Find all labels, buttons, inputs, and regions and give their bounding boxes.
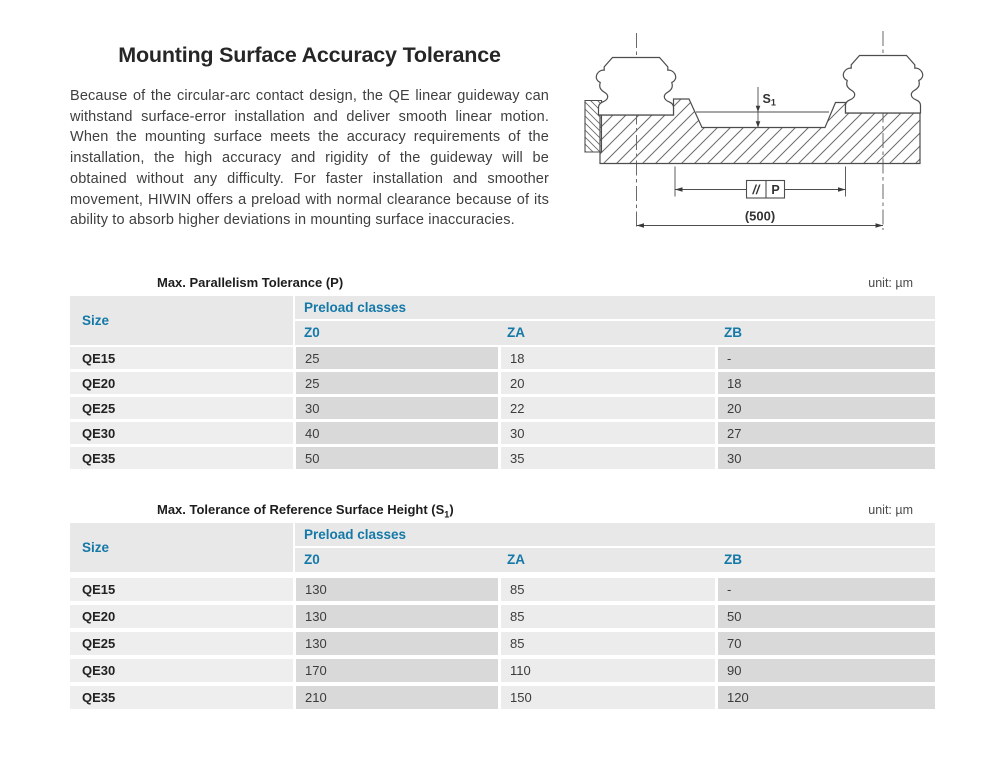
value-cell: 35	[498, 447, 715, 469]
value-cell: 130	[293, 578, 498, 601]
table-title: Max. Parallelism Tolerance (P)	[157, 275, 344, 290]
size-cell: QE15	[70, 347, 293, 369]
size-cell: QE25	[70, 632, 293, 655]
table-row: QE30 40 30 27	[70, 422, 935, 444]
unit-label: unit: µm	[868, 276, 913, 290]
value-cell: -	[715, 578, 935, 601]
s1-dimension: S1	[696, 87, 829, 128]
s1-label: S1	[763, 92, 776, 108]
size-cell: QE15	[70, 578, 293, 601]
table-row: QE30 170 110 90	[70, 659, 935, 682]
value-cell: 50	[715, 605, 935, 628]
datum-label: P	[771, 183, 779, 197]
size-column-header: Size	[82, 313, 110, 328]
parallelism-icon: //	[752, 183, 761, 197]
value-cell: 120	[715, 686, 935, 709]
value-cell: 18	[715, 372, 935, 394]
stopper-block	[584, 99, 603, 153]
table-row: QE15 25 18 -	[70, 347, 935, 369]
preload-classes-header: Preload classes	[295, 296, 935, 321]
table-header: Size Preload classes Z0 ZA ZB	[70, 523, 935, 572]
column-header-za: ZA	[507, 325, 525, 340]
size-cell: QE35	[70, 447, 293, 469]
value-cell: 90	[715, 659, 935, 682]
value-cell: 22	[498, 397, 715, 419]
table-row: QE35 210 150 120	[70, 686, 935, 709]
value-cell: 25	[293, 372, 498, 394]
surface-height-table: Max. Tolerance of Reference Surface Heig…	[70, 497, 935, 713]
table-row: QE25 30 22 20	[70, 397, 935, 419]
size-cell: QE35	[70, 686, 293, 709]
value-cell: 18	[498, 347, 715, 369]
value-cell: 70	[715, 632, 935, 655]
table-row: QE35 50 35 30	[70, 447, 935, 469]
value-cell: 130	[293, 632, 498, 655]
size-cell: QE20	[70, 372, 293, 394]
table-row: QE15 130 85 -	[70, 578, 935, 601]
value-cell: 30	[715, 447, 935, 469]
value-cell: -	[715, 347, 935, 369]
value-cell: 25	[293, 347, 498, 369]
value-cell: 20	[498, 372, 715, 394]
preload-classes-header: Preload classes	[295, 523, 935, 548]
size-cell: QE25	[70, 397, 293, 419]
size-cell: QE30	[70, 422, 293, 444]
table-title: Max. Tolerance of Reference Surface Heig…	[157, 502, 454, 520]
span-label: (500)	[745, 209, 775, 224]
value-cell: 30	[498, 422, 715, 444]
column-header-zb: ZB	[724, 325, 742, 340]
mounting-diagram: S1 // P (500)	[575, 20, 995, 235]
value-cell: 210	[293, 686, 498, 709]
left-rail-cross-section	[595, 56, 677, 116]
value-cell: 30	[293, 397, 498, 419]
column-header-z0: Z0	[304, 552, 320, 567]
table-row: QE25 130 85 70	[70, 632, 935, 655]
column-header-zb: ZB	[724, 552, 742, 567]
table-row: QE20 25 20 18	[70, 372, 935, 394]
value-cell: 85	[498, 632, 715, 655]
value-cell: 170	[293, 659, 498, 682]
size-column-header: Size	[82, 540, 110, 555]
value-cell: 40	[293, 422, 498, 444]
intro-paragraph: Because of the circular-arc contact desi…	[70, 88, 549, 229]
value-cell: 150	[498, 686, 715, 709]
value-cell: 50	[293, 447, 498, 469]
table-row: QE20 130 85 50	[70, 605, 935, 628]
page-title: Mounting Surface Accuracy Tolerance	[118, 43, 501, 67]
value-cell: 20	[715, 397, 935, 419]
parallelism-callout: // P	[674, 166, 846, 199]
unit-label: unit: µm	[868, 503, 913, 517]
right-rail-cross-section	[842, 54, 924, 114]
size-cell: QE20	[70, 605, 293, 628]
base-cross-section	[599, 98, 921, 165]
value-cell: 27	[715, 422, 935, 444]
column-header-za: ZA	[507, 552, 525, 567]
value-cell: 85	[498, 578, 715, 601]
size-cell: QE30	[70, 659, 293, 682]
table-header: Size Preload classes Z0 ZA ZB	[70, 296, 935, 345]
span-dimension: (500)	[636, 209, 883, 228]
column-header-z0: Z0	[304, 325, 320, 340]
value-cell: 85	[498, 605, 715, 628]
value-cell: 110	[498, 659, 715, 682]
parallelism-table: Max. Parallelism Tolerance (P) unit: µm …	[70, 270, 935, 472]
value-cell: 130	[293, 605, 498, 628]
